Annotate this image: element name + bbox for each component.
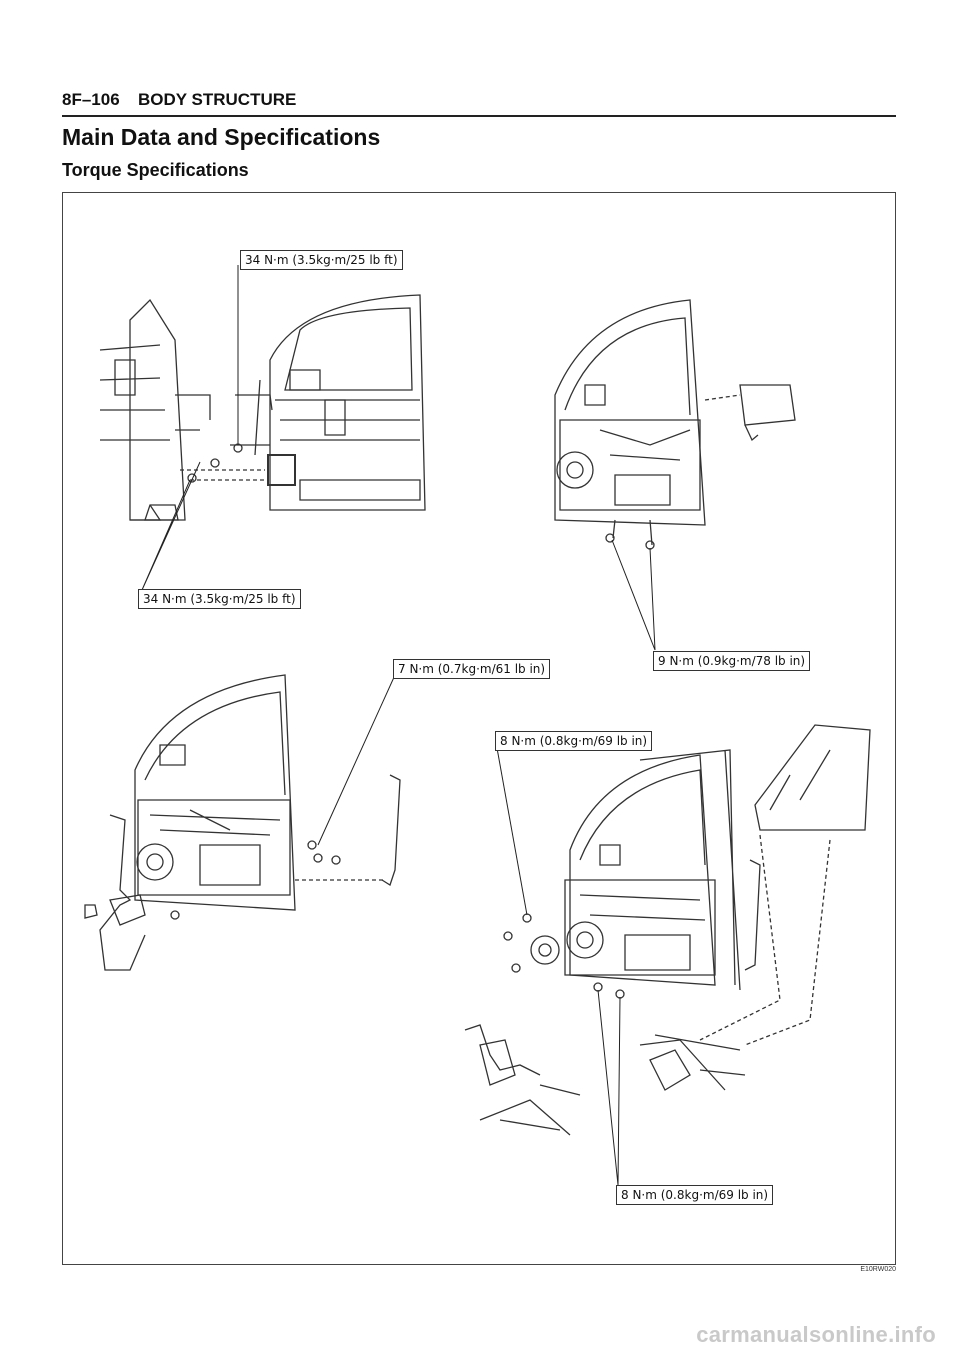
- front-door-hinge-view: [99, 294, 426, 521]
- torque-callout-hinge-upper: 34 N·m (3.5kg·m/25 lb ft): [240, 250, 403, 270]
- page-subtitle: Torque Specifications: [62, 160, 249, 180]
- page-title: Main Data and Specifications: [62, 124, 381, 150]
- watermark: carmanualsonline.info: [696, 1322, 936, 1347]
- page-number: 8F–106: [62, 90, 120, 109]
- door-inner-handle-view: [554, 299, 796, 550]
- torque-callout-hinge-lower: 34 N·m (3.5kg·m/25 lb ft): [138, 589, 301, 609]
- torque-callout-lock-bolts: 7 N·m (0.7kg·m/61 lb in): [393, 659, 551, 679]
- callout-leaders: [141, 265, 656, 1186]
- door-lock-view: [84, 674, 401, 971]
- section-title: BODY STRUCTURE: [138, 90, 297, 109]
- door-glass-regulator-view: [464, 724, 871, 1136]
- header-rule: [62, 115, 896, 117]
- figure-frame: [62, 192, 896, 1265]
- page-header: 8F–106 BODY STRUCTURE: [62, 88, 896, 116]
- torque-callout-handle-bolts: 9 N·m (0.9kg·m/78 lb in): [653, 651, 811, 671]
- torque-callout-regulator-bolts: 8 N·m (0.8kg·m/69 lb in): [616, 1185, 774, 1205]
- figure-code: E10RW020: [860, 1266, 896, 1273]
- torque-callout-speaker-bolts: 8 N·m (0.8kg·m/69 lb in): [495, 731, 653, 751]
